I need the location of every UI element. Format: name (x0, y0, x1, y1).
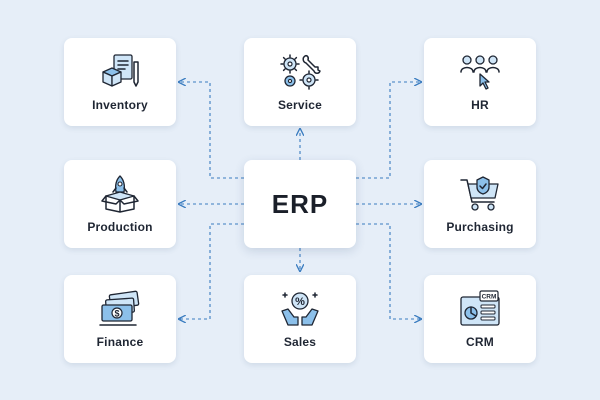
module-label-sales: Sales (283, 335, 317, 349)
module-card-purchasing[interactable]: Purchasing (424, 160, 536, 248)
module-card-production[interactable]: Production (64, 160, 176, 248)
module-card-inventory[interactable]: Inventory (64, 38, 176, 126)
inventory-box-clipboard-icon (102, 54, 139, 87)
connector-inventory (180, 82, 244, 179)
module-card-finance[interactable]: $ Finance (64, 275, 176, 363)
crm-dashboard-icon: CRM (460, 290, 500, 326)
module-card-service[interactable]: Service (244, 38, 356, 126)
module-label-hr: HR (471, 98, 489, 112)
people-pointer-icon (460, 55, 500, 90)
crm-tag-text: CRM (482, 294, 497, 301)
module-card-sales[interactable]: % Sales (244, 275, 356, 363)
erp-center-label: ERP (271, 188, 329, 219)
shopping-cart-icon (460, 176, 499, 211)
erp-center-card[interactable]: ERP (244, 160, 356, 248)
module-label-production: Production (87, 220, 153, 234)
module-card-crm[interactable]: CRM CRM (424, 275, 536, 363)
connector-finance (180, 223, 244, 319)
module-label-crm: CRM (466, 335, 494, 349)
module-label-inventory: Inventory (92, 98, 148, 112)
connector-crm (356, 223, 420, 319)
sales-percent-symbol: % (295, 296, 305, 308)
connector-hr (356, 82, 420, 179)
module-label-purchasing: Purchasing (446, 220, 514, 234)
finance-dollar-symbol: $ (114, 309, 119, 319)
money-bills-icon: $ (99, 290, 140, 326)
module-label-finance: Finance (96, 335, 144, 349)
module-card-hr[interactable]: HR (424, 38, 536, 126)
module-label-service: Service (277, 98, 323, 112)
gears-wrench-icon (280, 54, 321, 90)
hands-percent-icon: % (281, 292, 319, 326)
rocket-box-icon (101, 175, 139, 213)
